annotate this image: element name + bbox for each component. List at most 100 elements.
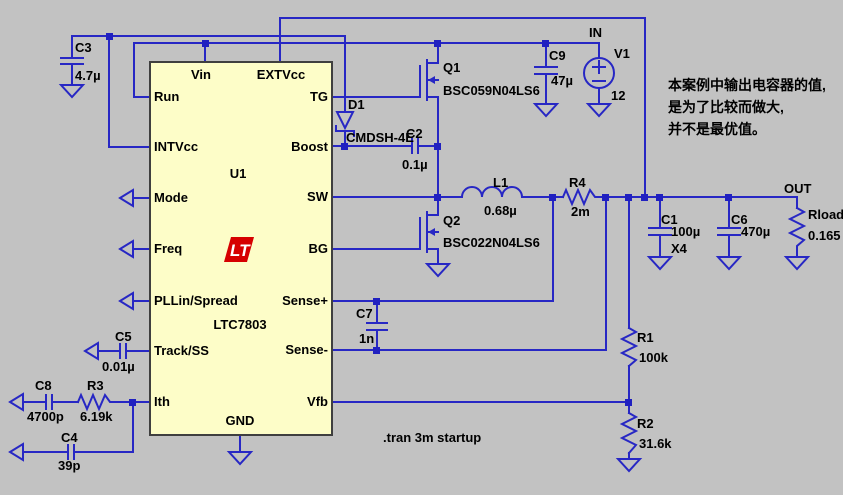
wire-extvcc-net <box>279 17 646 198</box>
pin-label-trackss: Track/SS <box>154 343 209 358</box>
c4-port-flag[interactable] <box>8 442 24 462</box>
annotation-line-1: 本案例中输出电容器的值, <box>668 77 826 93</box>
c4-value-label[interactable]: 39p <box>58 458 81 473</box>
q1-value-label[interactable]: BSC059N04LS6 <box>443 83 540 98</box>
c7-value-label[interactable]: 1n <box>359 331 375 346</box>
d1-ref-label[interactable]: D1 <box>348 97 365 112</box>
c7-ref-label[interactable]: C7 <box>356 306 373 321</box>
l1-ref-label[interactable]: L1 <box>493 175 509 190</box>
q2-symbol[interactable] <box>419 196 452 278</box>
c9-ref-label[interactable]: C9 <box>549 48 566 63</box>
c3-symbol[interactable] <box>58 57 86 99</box>
u1-symbol[interactable]: LT <box>149 61 333 436</box>
annotation-line-2: 是为了比较而做大, <box>668 99 784 115</box>
pin-label-ith: Ith <box>154 394 170 409</box>
pin-label-freq: Freq <box>154 241 183 256</box>
r3-symbol[interactable] <box>76 392 113 412</box>
pin-label-tg: TG <box>309 89 328 104</box>
pin-label-vin: Vin <box>191 67 211 82</box>
annotation-line-3: 并不是最优值。 <box>668 121 766 137</box>
q1-ref-label[interactable]: Q1 <box>443 60 461 75</box>
freq-port-flag[interactable] <box>118 239 134 259</box>
ith-port-flag[interactable] <box>8 392 24 412</box>
lt-logo: LT <box>224 237 254 262</box>
r4-symbol[interactable] <box>561 187 598 207</box>
wire-port-stubs <box>132 197 151 302</box>
c2-symbol[interactable] <box>411 138 419 154</box>
r1-symbol[interactable] <box>619 326 639 368</box>
c1-note-label[interactable]: X4 <box>671 241 687 256</box>
c2-value-label[interactable]: 0.1µ <box>402 157 428 172</box>
l1-value-label[interactable]: 0.68µ <box>484 203 517 218</box>
v1-ref-label[interactable]: V1 <box>614 46 630 61</box>
pin-label-sense-plus: Sense+ <box>282 293 328 308</box>
pin-label-vfb: Vfb <box>307 394 328 409</box>
c4-symbol[interactable] <box>67 444 75 460</box>
r2-value-label[interactable]: 31.6k <box>639 436 672 451</box>
net-label-in[interactable]: IN <box>589 25 602 40</box>
input-port-flags[interactable] <box>8 188 134 462</box>
q1-symbol[interactable] <box>419 42 439 101</box>
pin-label-sw: SW <box>307 189 328 204</box>
r2-ref-label[interactable]: R2 <box>637 416 654 431</box>
mode-port-flag[interactable] <box>118 188 134 208</box>
c5-symbol[interactable] <box>119 343 127 359</box>
c9-symbol[interactable] <box>532 66 560 118</box>
pin-label-mode: Mode <box>154 190 188 205</box>
r3-ref-label[interactable]: R3 <box>87 378 104 393</box>
lt-logo-text: LT <box>230 241 251 260</box>
pin-label-boost: Boost <box>291 139 328 154</box>
spice-directive[interactable]: .tran 3m startup <box>383 430 482 445</box>
r1-ref-label[interactable]: R1 <box>637 330 654 345</box>
u1-part-label: LTC7803 <box>213 317 267 332</box>
c1-value-label[interactable]: 100µ <box>671 224 701 239</box>
c4-ref-label[interactable]: C4 <box>61 430 78 445</box>
c1-symbol[interactable] <box>646 227 674 271</box>
c6-symbol[interactable] <box>715 227 743 271</box>
c5-value-label[interactable]: 0.01µ <box>102 359 135 374</box>
c3-value-label[interactable]: 4.7µ <box>75 68 101 83</box>
r4-ref-label[interactable]: R4 <box>569 175 586 190</box>
d1-symbol[interactable] <box>335 111 355 137</box>
c8-value-label[interactable]: 4700p <box>27 409 64 424</box>
c8-ref-label[interactable]: C8 <box>35 378 52 393</box>
u1-refdes-label: U1 <box>229 166 247 181</box>
rload-value-label[interactable]: 0.165 <box>808 228 841 243</box>
rload-symbol[interactable] <box>783 206 811 271</box>
v1-value-label[interactable]: 12 <box>611 88 626 103</box>
net-label-out[interactable]: OUT <box>784 181 812 196</box>
q2-ref-label[interactable]: Q2 <box>443 213 461 228</box>
r1-value-label[interactable]: 100k <box>639 350 668 365</box>
c2-ref-label[interactable]: C2 <box>406 126 423 141</box>
rload-ref-label[interactable]: Rload <box>808 207 843 222</box>
r2-symbol[interactable] <box>615 411 643 473</box>
junction-dots <box>106 33 732 406</box>
pin-label-intvcc: INTVcc <box>154 139 199 154</box>
q2-value-label[interactable]: BSC022N04LS6 <box>443 235 540 250</box>
wire-sense-minus <box>331 196 607 351</box>
r3-value-label[interactable]: 6.19k <box>80 409 113 424</box>
pin-label-gnd: GND <box>225 413 255 428</box>
c3-ref-label[interactable]: C3 <box>75 40 92 55</box>
c1-ref-label[interactable]: C1 <box>661 212 678 227</box>
trackss-port-flag[interactable] <box>83 341 99 361</box>
gnd-pin-symbol <box>226 451 254 466</box>
d1-value-label[interactable]: CMDSH-4E <box>346 130 414 145</box>
c7-symbol[interactable] <box>366 322 388 331</box>
wire-input-rail <box>71 35 600 148</box>
pllin-port-flag[interactable] <box>118 291 134 311</box>
c6-ref-label[interactable]: C6 <box>731 212 748 227</box>
l1-symbol[interactable] <box>460 186 524 199</box>
c8-symbol[interactable] <box>45 394 53 410</box>
r4-value-label[interactable]: 2m <box>571 204 590 219</box>
pin-label-extvcc: EXTVcc <box>256 67 306 82</box>
c6-value-label[interactable]: 470µ <box>741 224 771 239</box>
pin-label-bg: BG <box>308 241 329 256</box>
pin-label-run: Run <box>154 89 180 104</box>
c9-value-label[interactable]: 47µ <box>551 73 573 88</box>
v1-symbol[interactable] <box>583 57 615 118</box>
wire-sense-plus <box>331 196 554 302</box>
c5-ref-label[interactable]: C5 <box>115 329 132 344</box>
